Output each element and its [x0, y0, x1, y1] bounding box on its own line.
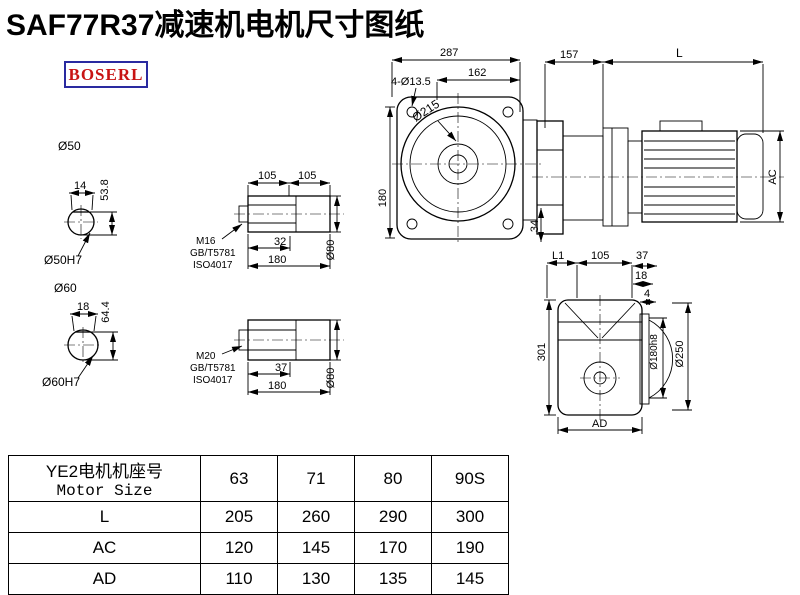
bolt-hole — [406, 218, 418, 230]
cell-L-80: 290 — [354, 501, 432, 533]
front-view: 287 162 4-Ø13.5 Ø215 180 34 — [377, 47, 544, 243]
boserl-logo-text: BOSERL — [68, 64, 144, 84]
dim-output-L1: L1 — [552, 250, 564, 262]
dim-output-301: 301 — [536, 343, 548, 361]
bolt-hole — [502, 106, 514, 118]
bolt-hole — [406, 106, 418, 118]
hollow-shaft-view-m20: M20 GB/T5781 ISO4017 37 180 Ø80 — [190, 319, 344, 395]
header-motor-size: YE2电机机座号 Motor Size — [8, 455, 201, 502]
dim-hollow2-len: 180 — [268, 380, 286, 392]
header-size-90s: 90S — [431, 455, 509, 502]
cell-AC-80: 170 — [354, 532, 432, 564]
dim-hollow1-bolt: M16 — [196, 236, 216, 247]
dim-side-L: L — [676, 46, 683, 60]
table-row-L: L 205 260 290 300 — [8, 501, 509, 533]
mount-plate — [522, 119, 538, 221]
dim-hollow1-std1: GB/T5781 — [190, 248, 236, 259]
dim-shaft50-keyh: 53.8 — [99, 179, 111, 200]
cell-AD-63: 110 — [200, 563, 278, 595]
dim-front-height: 180 — [377, 189, 389, 207]
dim-hollow2-bolt: M20 — [196, 351, 216, 362]
dim-output-37: 37 — [636, 250, 648, 262]
dim-hollow1-seg1: 105 — [258, 170, 276, 182]
dim-front-width2: 162 — [468, 67, 486, 79]
dim-hollow2-depth: 37 — [275, 362, 287, 374]
dim-shaft60-bore: Ø60H7 — [42, 375, 80, 389]
dim-output-105: 105 — [591, 250, 609, 262]
dim-hollow2-dia: Ø80 — [325, 368, 337, 389]
terminal-box — [659, 120, 703, 132]
boserl-logo: BOSERL — [64, 61, 148, 88]
dim-output-4: 4 — [644, 288, 650, 300]
shaft-end-view-50: Ø50 14 53.8 Ø50H7 — [44, 139, 117, 267]
dim-output-d250: Ø250 — [674, 341, 686, 368]
cell-L-90s: 300 — [431, 501, 509, 533]
header-size-71: 71 — [277, 455, 355, 502]
dim-shaft50-bore: Ø50H7 — [44, 253, 82, 267]
header-motor-size-cn: YE2电机机座号 — [45, 462, 164, 481]
dim-output-18: 18 — [635, 270, 647, 282]
cell-AC-63: 120 — [200, 532, 278, 564]
dim-hollow1-seg2: 105 — [298, 170, 316, 182]
flange-arc — [648, 319, 674, 399]
cell-AC-90s: 190 — [431, 532, 509, 564]
header-motor-size-en: Motor Size — [56, 482, 153, 500]
dim-hollow1-dia: Ø80 — [325, 240, 337, 261]
table-row-AD: AD 110 130 135 145 — [8, 563, 509, 595]
dim-front-holes: 4-Ø13.5 — [391, 76, 431, 88]
dim-hollow2-std2: ISO4017 — [193, 375, 233, 386]
dim-hollow1-len: 180 — [268, 254, 286, 266]
dim-output-d180: Ø180h8 — [649, 334, 660, 370]
dim-hollow1-depth: 32 — [274, 236, 286, 248]
technical-drawing: Ø50 14 53.8 Ø50H7 Ø60 18 64.4 — [42, 46, 784, 434]
motor-side-view: 157 L AC — [532, 46, 784, 235]
dim-front-width: 287 — [440, 47, 458, 59]
dim-shaft60-keyw: 18 — [77, 301, 89, 313]
dim-side-157: 157 — [560, 49, 578, 61]
dim-side-AC: AC — [767, 169, 779, 184]
header-size-63: 63 — [200, 455, 278, 502]
row-label-AC: AC — [8, 532, 201, 564]
table-row-AC: AC 120 145 170 190 — [8, 532, 509, 564]
dim-shaft50-keyw: 14 — [74, 180, 86, 192]
flange-plate — [639, 313, 650, 405]
cell-L-71: 260 — [277, 501, 355, 533]
cell-L-63: 205 — [200, 501, 278, 533]
dim-shaft50-dia: Ø50 — [58, 139, 81, 153]
cell-AD-71: 130 — [277, 563, 355, 595]
header-size-80: 80 — [354, 455, 432, 502]
motor-body — [641, 130, 738, 223]
output-side-view: L1 105 37 18 4 Ø180h8 — [536, 250, 692, 434]
bearing-section — [562, 135, 604, 221]
dim-hollow2-std1: GB/T5781 — [190, 363, 236, 374]
row-label-AD: AD — [8, 563, 201, 595]
hollow-shaft-view-m16: 105 105 M16 GB/T5781 ISO4017 32 180 — [190, 170, 344, 271]
row-label-L: L — [8, 501, 201, 533]
bolt-hole — [502, 218, 514, 230]
motor-size-table: YE2电机机座号 Motor Size 63 71 80 90S L 205 2… — [8, 455, 509, 595]
dim-output-AD: AD — [592, 418, 607, 430]
shaft-end-view-60: Ø60 18 64.4 Ø60H7 — [42, 281, 118, 389]
dim-front-offset: 34 — [529, 220, 541, 232]
cell-AD-90s: 145 — [431, 563, 509, 595]
dim-shaft60-dia: Ø60 — [54, 281, 77, 295]
dim-shaft60-keyh: 64.4 — [100, 301, 112, 322]
fan-cover — [736, 133, 764, 220]
cell-AC-71: 145 — [277, 532, 355, 564]
table-header-row: YE2电机机座号 Motor Size 63 71 80 90S — [8, 455, 509, 502]
dim-hollow1-std2: ISO4017 — [193, 260, 233, 271]
page-title: SAF77R37减速机电机尺寸图纸 — [6, 9, 425, 42]
cell-AD-80: 135 — [354, 563, 432, 595]
